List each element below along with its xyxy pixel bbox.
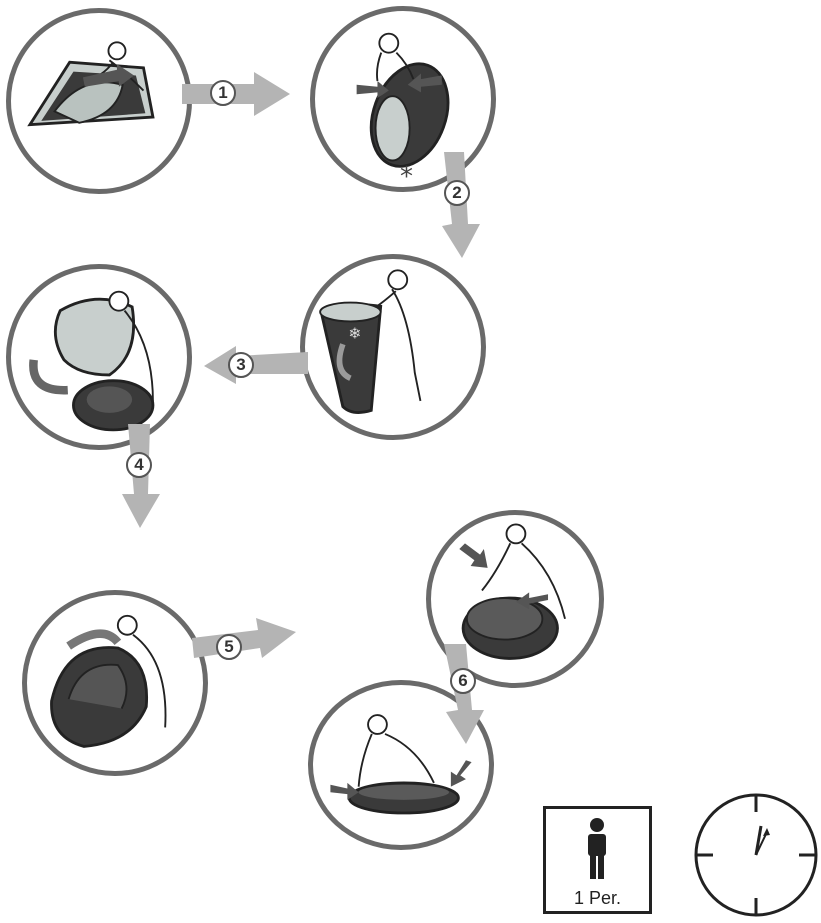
arrow-right-icon [192, 616, 296, 664]
persons-required-box: 1 Per. [543, 806, 652, 914]
step-3-number: 3 [228, 352, 254, 378]
step-2-number: 2 [444, 180, 470, 206]
step-3-illustration: ❄ [305, 259, 481, 435]
step-1-panel [6, 8, 192, 194]
step-4-panel [6, 264, 192, 450]
clock-icon [693, 792, 819, 918]
arrow-left-icon [204, 346, 308, 384]
step-1-number: 1 [210, 80, 236, 106]
step-1-arrow [182, 72, 290, 116]
step-5-number: 5 [216, 634, 242, 660]
step-6-number: 6 [450, 668, 476, 694]
step-3-panel: ❄ [300, 254, 486, 440]
svg-text:❄: ❄ [349, 324, 362, 342]
step-5-panel [22, 590, 208, 776]
persons-label: 1 Per. [546, 888, 649, 909]
step-4-illustration [11, 269, 187, 445]
person-icon [546, 809, 649, 889]
arrow-right-icon [182, 72, 290, 116]
step-3-arrow [204, 346, 308, 384]
step-5-illustration [27, 595, 203, 771]
step-6-arrow [440, 644, 484, 744]
arrow-down-icon [440, 644, 484, 744]
step-1-illustration [11, 13, 187, 189]
step-4-number: 4 [126, 452, 152, 478]
step-5-arrow [192, 616, 296, 664]
seam-marker: * [400, 162, 413, 192]
